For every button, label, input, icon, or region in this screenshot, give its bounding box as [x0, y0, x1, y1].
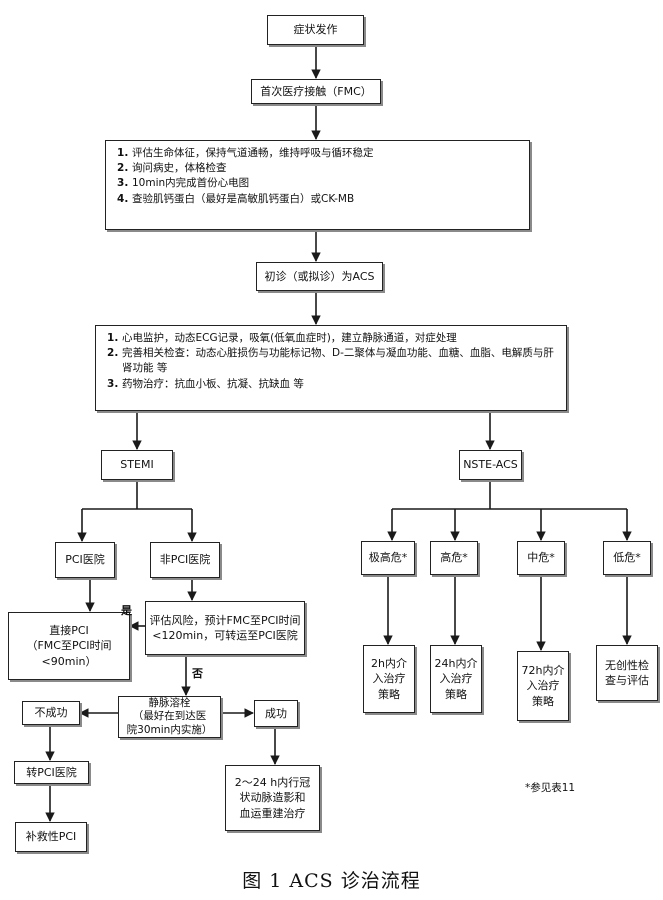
- very-high-risk-treatment-box: 2h内介 入治疗 策略: [363, 645, 415, 713]
- diagnosis-box: 初诊（或拟诊）为ACS: [256, 262, 383, 291]
- pci-hospital-box: PCI医院: [55, 542, 115, 578]
- management-step-1: 心电监护，动态ECG记录，吸氧(低氧血症时)，建立静脉通道，对症处理: [122, 331, 558, 346]
- thrombolysis-line-1: 静脉溶栓: [148, 696, 191, 709]
- high-risk-treatment-box: 24h内介 入治疗 策略: [430, 645, 482, 713]
- risk-evaluation-box: 评估风险，预计FMC至PCI时间 <120min，可转运至PCI医院: [145, 601, 305, 655]
- very-high-tx-line-1: 2h内介: [371, 657, 407, 671]
- initial-step-2: 询问病史，体格检查: [132, 161, 521, 176]
- low-risk-treatment-box: 无创性检 查与评估: [596, 645, 658, 701]
- thrombolysis-line-2: （最好在到达医: [132, 710, 207, 723]
- thrombolysis-line-3: 院30min内实施）: [126, 723, 213, 736]
- high-risk-box: 高危*: [430, 541, 478, 575]
- rescue-pci-text: 补救性PCI: [25, 830, 77, 844]
- intermediate-tx-line-3: 策略: [532, 694, 554, 708]
- high-tx-line-2: 入治疗: [439, 672, 473, 686]
- initial-step-3: 10min内完成首份心电图: [132, 176, 521, 191]
- yes-label: 是: [121, 604, 132, 617]
- management-step-2: 完善相关检查：动态心脏损伤与功能标记物、D-二聚体与凝血功能、血糖、血脂、电解质…: [122, 346, 558, 376]
- intermediate-risk-box: 中危*: [517, 541, 565, 575]
- rescue-pci-box: 补救性PCI: [15, 822, 87, 852]
- nste-acs-box: NSTE-ACS: [459, 450, 522, 480]
- onset-box: 症状发作: [267, 15, 364, 45]
- low-risk-box: 低危*: [603, 541, 651, 575]
- footnote: *参见表11: [525, 782, 576, 794]
- figure-caption: 图 1 ACS 诊治流程: [242, 870, 421, 892]
- risk-eval-line-1: 评估风险，预计FMC至PCI时间: [149, 613, 301, 627]
- initial-assessment-box: 评估生命体征，保持气道通畅，维持呼吸与循环稳定 询问病史，体格检查 10min内…: [105, 140, 530, 230]
- risk-eval-line-2: <120min，可转运至PCI医院: [152, 629, 298, 642]
- failure-text: 不成功: [34, 706, 68, 720]
- angiography-line-3: 血运重建治疗: [239, 806, 306, 820]
- angiography-line-2: 状动脉造影和: [239, 791, 306, 805]
- pci-hospital-text: PCI医院: [65, 553, 105, 567]
- initial-step-4: 查验肌钙蛋白（最好是高敏肌钙蛋白）或CK-MB: [132, 192, 521, 207]
- low-risk-text: 低危*: [613, 551, 641, 565]
- intermediate-tx-line-2: 入治疗: [526, 679, 560, 693]
- success-box: 成功: [254, 700, 298, 727]
- no-label: 否: [192, 667, 203, 680]
- stemi-box: STEMI: [101, 450, 173, 480]
- initial-step-1: 评估生命体征，保持气道通畅，维持呼吸与循环稳定: [132, 146, 521, 161]
- angiography-line-1: 2～24 h内行冠: [234, 776, 311, 790]
- intermediate-risk-treatment-box: 72h内介 入治疗 策略: [517, 651, 569, 721]
- intermediate-tx-line-1: 72h内介: [521, 664, 565, 678]
- direct-pci-line-3: <90min）: [41, 654, 97, 668]
- stemi-text: STEMI: [120, 458, 154, 472]
- low-tx-line-1: 无创性检: [605, 658, 649, 672]
- very-high-risk-text: 极高危*: [368, 551, 408, 565]
- high-tx-line-3: 策略: [445, 687, 467, 701]
- fmc-text: 首次医疗接触（FMC）: [260, 84, 372, 98]
- management-box: 心电监护，动态ECG记录，吸氧(低氧血症时)，建立静脉通道，对症处理 完善相关检…: [95, 325, 567, 411]
- non-pci-hospital-box: 非PCI医院: [150, 542, 220, 578]
- low-tx-line-2: 查与评估: [605, 674, 649, 687]
- success-text: 成功: [265, 706, 287, 720]
- high-tx-line-1: 24h内介: [434, 657, 478, 671]
- nste-acs-text: NSTE-ACS: [463, 458, 518, 472]
- thrombolysis-box: 静脉溶栓 （最好在到达医 院30min内实施）: [118, 696, 221, 738]
- diagnosis-text: 初诊（或拟诊）为ACS: [264, 269, 375, 283]
- transfer-pci-box: 转PCI医院: [14, 761, 89, 784]
- onset-text: 症状发作: [293, 23, 338, 37]
- very-high-risk-box: 极高危*: [361, 541, 415, 575]
- very-high-tx-line-3: 策略: [377, 687, 400, 701]
- direct-pci-line-1: 直接PCI: [49, 624, 89, 638]
- direct-pci-box: 直接PCI （FMC至PCI时间 <90min）: [8, 612, 130, 680]
- very-high-tx-line-2: 入治疗: [372, 672, 406, 686]
- management-step-3: 药物治疗：抗血小板、抗凝、抗缺血 等: [122, 377, 558, 392]
- intermediate-risk-text: 中危*: [527, 551, 555, 565]
- failure-box: 不成功: [22, 701, 80, 725]
- high-risk-text: 高危*: [440, 551, 468, 565]
- fmc-box: 首次医疗接触（FMC）: [251, 79, 381, 104]
- angiography-box: 2～24 h内行冠 状动脉造影和 血运重建治疗: [225, 765, 320, 831]
- non-pci-hospital-text: 非PCI医院: [159, 553, 211, 567]
- transfer-pci-text: 转PCI医院: [26, 765, 77, 779]
- direct-pci-line-2: （FMC至PCI时间: [26, 639, 112, 653]
